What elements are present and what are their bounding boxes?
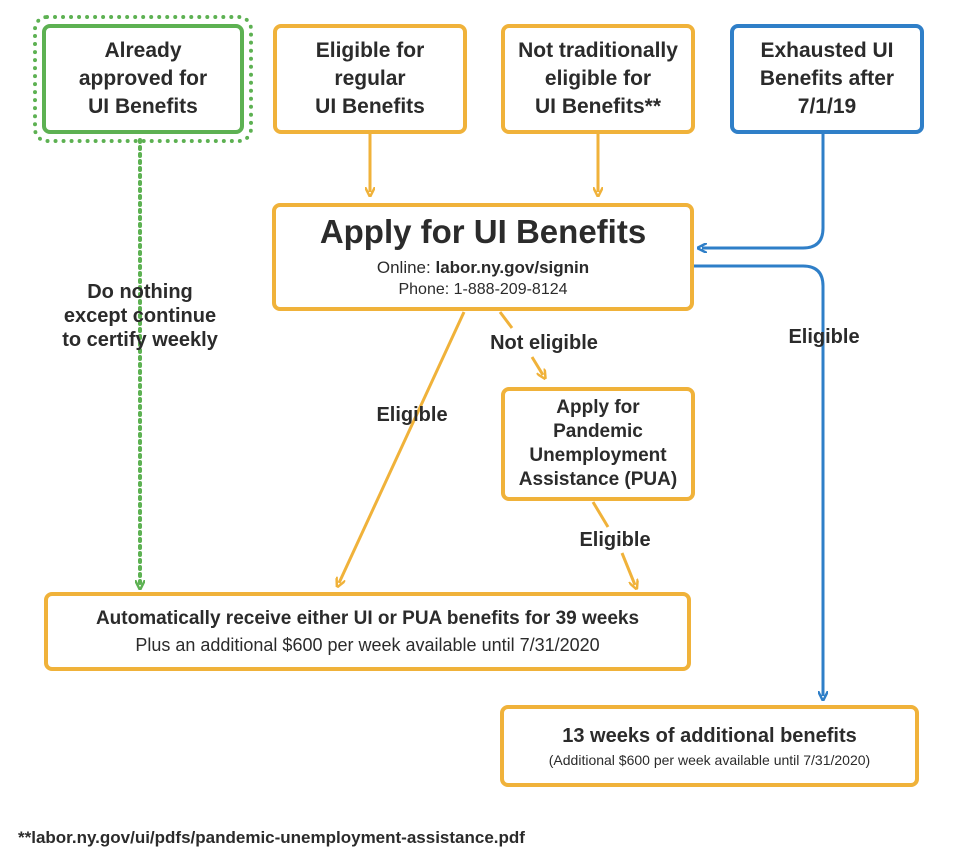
box-pua: Apply for Pandemic Unemployment Assistan… xyxy=(501,387,695,501)
box-apply: Apply for UI Benefits Online: labor.ny.g… xyxy=(272,203,694,311)
arrow-pua-to-auto xyxy=(591,501,635,585)
apply-phone: Phone: 1-888-209-8124 xyxy=(398,281,568,298)
auto-sub: Plus an additional $600 per week availab… xyxy=(135,634,600,655)
auto-title: Automatically receive either UI or PUA b… xyxy=(95,607,640,629)
box-auto: Automatically receive either UI or PUA b… xyxy=(44,592,691,671)
box-not-traditional-text: Not traditionally eligible for UI Benefi… xyxy=(518,39,678,118)
box-pua-text: Apply for Pandemic Unemployment Assistan… xyxy=(518,397,678,490)
box-exhausted-text: Exhausted UI Benefits after 7/1/19 xyxy=(759,39,895,118)
label-eligible-pua: Eligible xyxy=(579,529,651,551)
box-already-approved-text: Already approved for UI Benefits xyxy=(78,39,208,118)
apply-title: Apply for UI Benefits xyxy=(319,213,647,250)
footnote: **labor.ny.gov/ui/pdfs/pandemic-unemploy… xyxy=(18,828,525,847)
arrow-apply-to-thirteen xyxy=(694,264,823,696)
arrow-exhausted-to-apply xyxy=(702,132,825,248)
box-already-approved: Already approved for UI Benefits xyxy=(42,24,244,134)
apply-online: Online: labor.ny.gov/signin xyxy=(377,257,589,279)
label-not-eligible: Not eligible xyxy=(490,332,598,354)
box-thirteen: 13 weeks of additional benefits (Additio… xyxy=(500,705,919,787)
arrow-apply-to-pua xyxy=(498,311,543,375)
arrow-apply-to-auto xyxy=(339,311,466,583)
box-exhausted: Exhausted UI Benefits after 7/1/19 xyxy=(730,24,924,134)
already-approved-outline xyxy=(33,15,253,143)
box-not-traditional: Not traditionally eligible for UI Benefi… xyxy=(501,24,695,134)
thirteen-title: 13 weeks of additional benefits xyxy=(562,725,857,747)
box-eligible-regular: Eligible for regular UI Benefits xyxy=(273,24,467,134)
thirteen-sub: (Additional $600 per week available unti… xyxy=(548,752,871,768)
apply-online-link: labor.ny.gov/signin xyxy=(435,258,590,277)
apply-online-label: Online: xyxy=(376,258,436,277)
label-do-nothing: Do nothing except continue to certify we… xyxy=(62,281,218,351)
label-eligible-right: Eligible xyxy=(788,326,860,348)
box-eligible-regular-text: Eligible for regular UI Benefits xyxy=(315,39,425,118)
label-eligible-left: Eligible xyxy=(376,404,448,426)
